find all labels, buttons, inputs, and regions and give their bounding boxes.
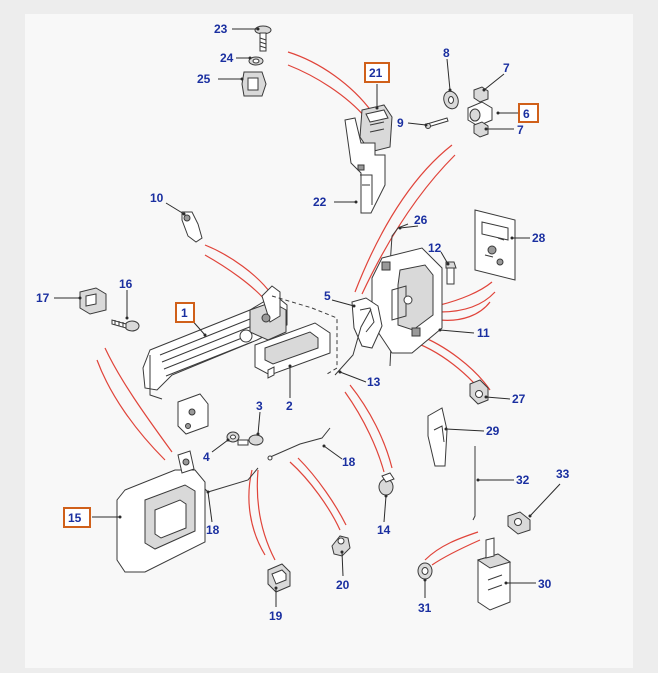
part-2-bezel <box>254 295 338 379</box>
label-14[interactable]: 14 <box>377 523 391 537</box>
label-25[interactable]: 25 <box>197 72 211 86</box>
reference-curves <box>96 51 496 566</box>
label-27[interactable]: 27 <box>512 392 526 406</box>
label-30[interactable]: 30 <box>538 577 552 591</box>
part-16-screw <box>111 319 140 332</box>
label-8[interactable]: 8 <box>443 46 450 60</box>
label-11[interactable]: 11 <box>477 326 490 340</box>
part-31-grommet <box>417 562 433 580</box>
label-23[interactable]: 23 <box>214 22 228 36</box>
part-13-link-rod <box>334 308 372 376</box>
leader-lines <box>54 27 561 607</box>
part-handle-gasket <box>177 393 209 435</box>
part-5-latch <box>351 297 383 349</box>
label-5[interactable]: 5 <box>324 289 331 303</box>
label-1[interactable]: 1 <box>181 306 188 320</box>
label-19[interactable]: 19 <box>269 609 283 623</box>
part-30-actuator <box>476 537 512 611</box>
part-32-rod <box>472 446 476 521</box>
label-32[interactable]: 32 <box>516 473 530 487</box>
part-19-clip <box>267 563 291 593</box>
label-7-lower[interactable]: 7 <box>517 123 524 137</box>
part-4-washer <box>226 431 240 443</box>
label-22[interactable]: 22 <box>313 195 327 209</box>
part-7-nut-upper <box>473 86 489 103</box>
part-18-rod-right <box>267 427 331 461</box>
label-2[interactable]: 2 <box>286 399 293 413</box>
highlight-box-6 <box>518 103 539 123</box>
label-3[interactable]: 3 <box>256 399 263 413</box>
label-13[interactable]: 13 <box>367 375 381 389</box>
label-28[interactable]: 28 <box>532 231 546 245</box>
label-10[interactable]: 10 <box>150 191 164 205</box>
part-10-clip <box>181 211 203 243</box>
part-1-outside-handle <box>142 285 288 400</box>
label-20[interactable]: 20 <box>336 578 350 592</box>
label-33[interactable]: 33 <box>556 467 570 481</box>
part-7-nut-lower <box>473 121 489 138</box>
label-21[interactable]: 21 <box>369 66 383 80</box>
part-12-bolt <box>445 261 457 285</box>
highlight-box-21 <box>364 62 390 83</box>
part-9-pin <box>425 117 449 129</box>
label-9[interactable]: 9 <box>397 116 404 130</box>
label-29[interactable]: 29 <box>486 424 500 438</box>
part-29-shield <box>427 407 448 467</box>
label-17[interactable]: 17 <box>36 291 50 305</box>
part-28-plate <box>474 209 516 281</box>
part-33-clip <box>507 511 531 535</box>
part-labels: 23 24 25 21 8 7 6 7 9 22 10 26 28 12 17 … <box>36 22 570 623</box>
label-18-left[interactable]: 18 <box>206 523 220 537</box>
part-17-clip <box>79 287 107 315</box>
highlight-box-1 <box>175 302 195 323</box>
label-12[interactable]: 12 <box>428 241 442 255</box>
label-6[interactable]: 6 <box>523 107 530 121</box>
label-26[interactable]: 26 <box>414 213 428 227</box>
part-15-inner-handle <box>116 450 206 573</box>
part-8-washer <box>443 90 459 110</box>
label-24[interactable]: 24 <box>220 51 234 65</box>
part-14-grommet <box>378 472 395 496</box>
part-24-washer <box>248 56 264 66</box>
label-7-upper[interactable]: 7 <box>503 61 510 75</box>
part-6-lock-cylinder <box>467 101 493 127</box>
part-25-clip-nut <box>241 71 267 97</box>
part-21-striker <box>359 104 393 153</box>
label-4[interactable]: 4 <box>203 450 210 464</box>
part-3-screw <box>237 434 264 446</box>
label-16[interactable]: 16 <box>119 277 133 291</box>
part-27-clip <box>469 379 489 405</box>
label-18-right[interactable]: 18 <box>342 455 356 469</box>
label-31[interactable]: 31 <box>418 601 432 615</box>
part-20-clip <box>331 535 351 557</box>
part-11-lock-body <box>371 247 443 354</box>
label-15[interactable]: 15 <box>68 511 82 525</box>
part-22-striker-plate <box>344 117 386 214</box>
highlight-box-15 <box>63 507 91 528</box>
